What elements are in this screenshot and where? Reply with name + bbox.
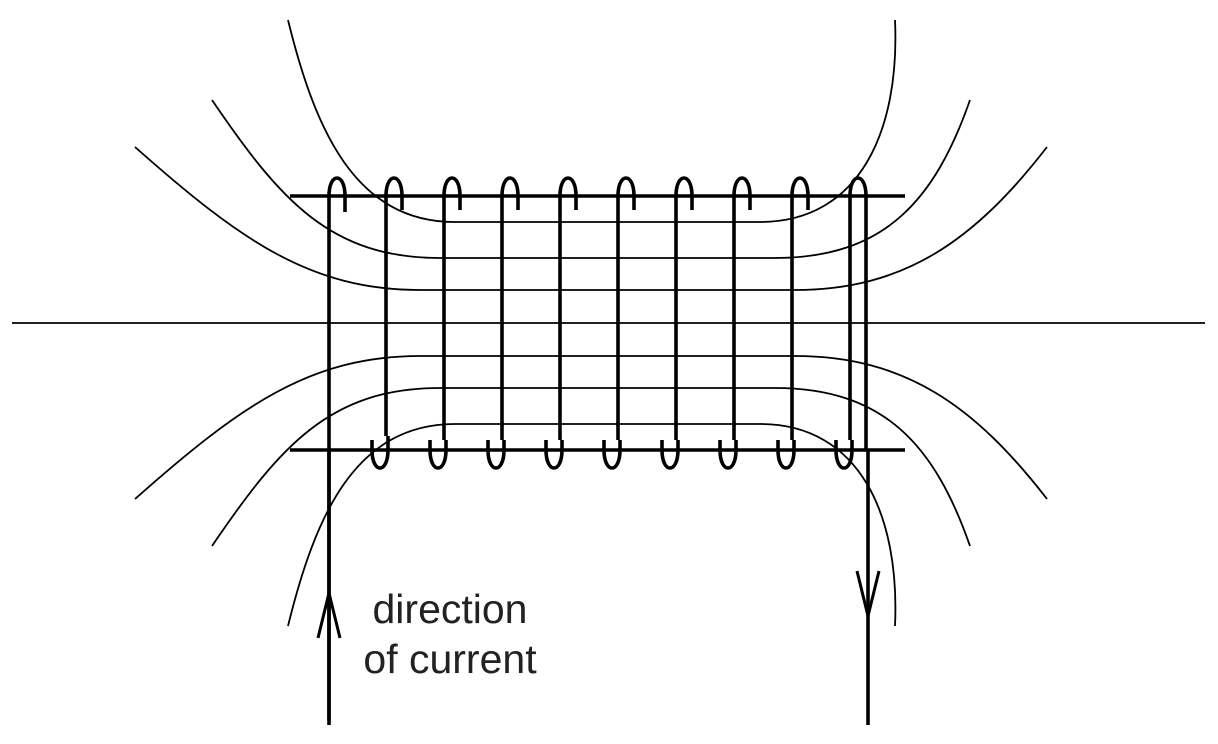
- bottom-loop-4: [544, 440, 564, 470]
- field-line-bottom-3: [134, 355, 1048, 500]
- field-line-top-2: [211, 99, 971, 259]
- bottom-loop-5: [602, 440, 622, 470]
- winding-5: [558, 176, 578, 440]
- current-arrows: [316, 570, 881, 639]
- coil-windings: [327, 176, 868, 720]
- caption-line-2: of current: [363, 636, 537, 682]
- field-line-top-3: [134, 146, 1048, 291]
- winding-10: [848, 176, 868, 440]
- bottom-loop-8: [776, 440, 796, 470]
- bottom-loop-3: [486, 440, 506, 470]
- bottom-loop-1: [370, 436, 390, 470]
- winding-1: [327, 176, 347, 720]
- winding-6: [616, 176, 636, 440]
- direction-of-current-label: direction of current: [330, 584, 570, 684]
- field-lines: [12, 19, 1205, 627]
- field-line-top-1: [287, 19, 897, 223]
- bottom-loop-2: [428, 440, 448, 470]
- lead-wires: [327, 210, 870, 725]
- winding-8: [732, 176, 752, 440]
- bottom-loop-6: [660, 440, 680, 470]
- coil-outline: [290, 194, 905, 452]
- field-line-bottom-1: [287, 423, 897, 627]
- arrow-up-icon: [316, 592, 342, 639]
- bottom-loop-7: [718, 440, 738, 470]
- field-line-bottom-2: [211, 387, 971, 547]
- winding-7: [674, 176, 694, 440]
- winding-4: [500, 176, 520, 440]
- winding-2: [384, 176, 404, 436]
- bottom-loop-9: [834, 440, 854, 470]
- winding-9: [790, 176, 810, 440]
- winding-3: [442, 176, 462, 440]
- caption-line-1: direction: [372, 586, 528, 632]
- arrow-down-icon: [855, 570, 881, 617]
